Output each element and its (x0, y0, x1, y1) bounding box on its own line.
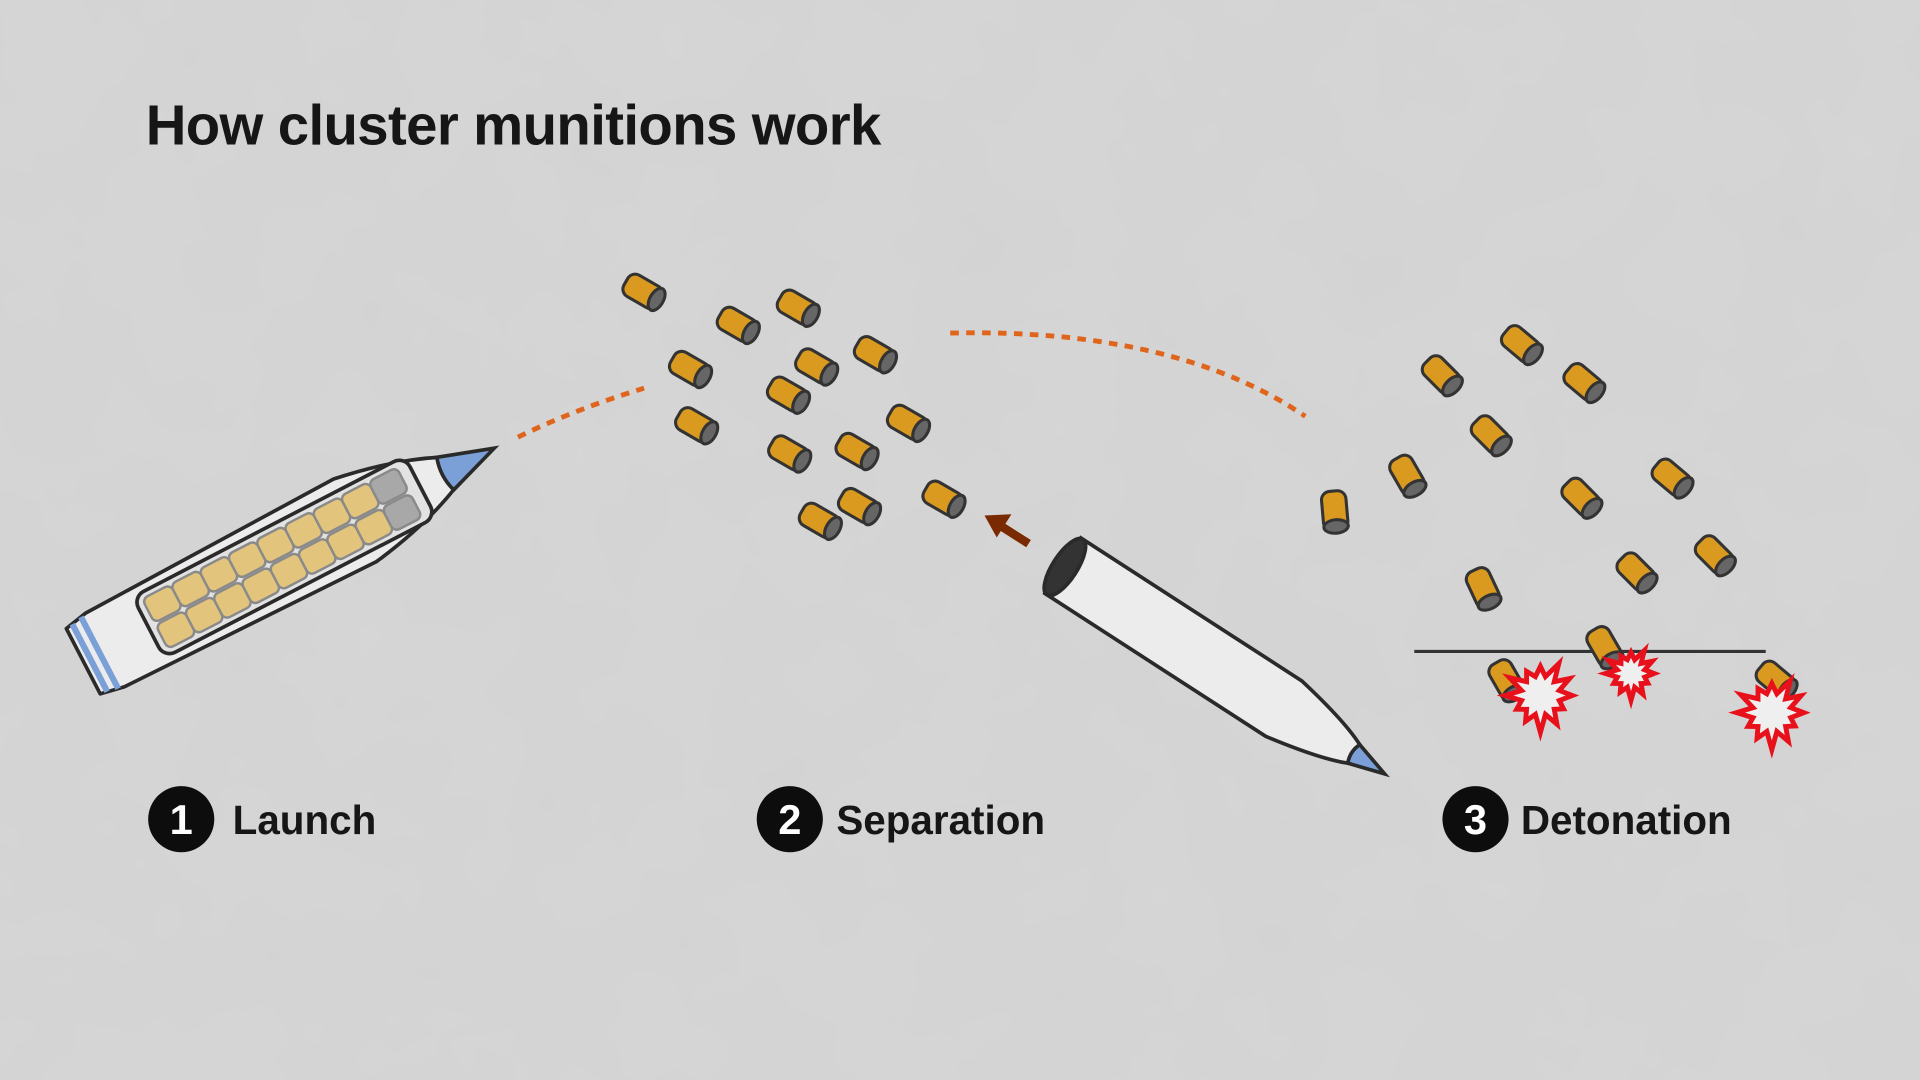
step-launch: 1 Launch (148, 786, 377, 853)
step-number-badge (148, 786, 215, 853)
launch-trajectory (516, 385, 645, 440)
step-number-badge (756, 786, 823, 853)
explosion-icon (1728, 673, 1811, 759)
step-number: 2 (778, 796, 801, 843)
opened-shell (1042, 535, 1391, 778)
submunition (382, 494, 422, 531)
step-number: 1 (170, 796, 193, 843)
submunition (369, 468, 408, 505)
launch-shell (64, 445, 500, 696)
step-separation: 2 Separation (756, 786, 1045, 853)
bomblet (1319, 488, 1351, 536)
step-label: Launch (233, 797, 377, 843)
explosion-icon (1496, 655, 1580, 742)
step-label: Detonation (1521, 797, 1732, 843)
step-number-badge (1442, 786, 1509, 853)
page-title: How cluster munitions work (146, 93, 882, 156)
separation-arrow-icon (984, 514, 1031, 548)
step-detonation: 3 Detonation (1442, 786, 1732, 853)
shell-nose-tip (434, 445, 500, 493)
explosion-icon (1597, 642, 1661, 710)
shell-nose-tip (1345, 742, 1391, 778)
step-label: Separation (836, 797, 1045, 843)
step-number: 3 (1464, 796, 1487, 843)
